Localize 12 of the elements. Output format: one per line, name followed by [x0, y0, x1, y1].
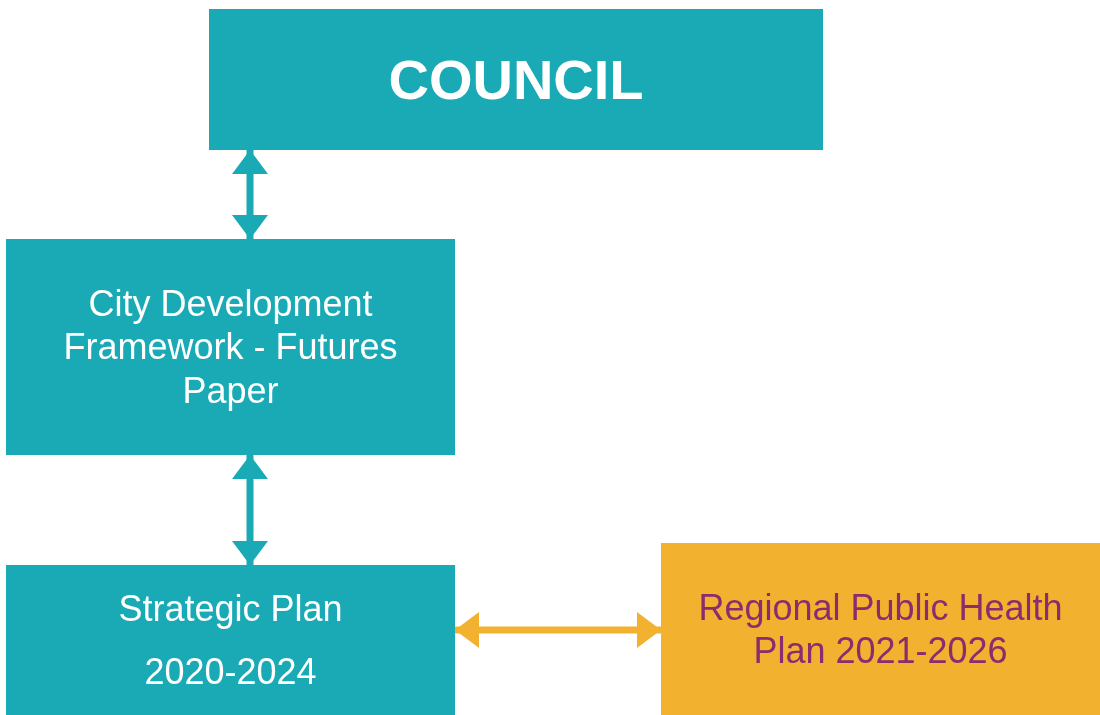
box-label: Regional Public Health Plan 2021-2026	[697, 585, 1064, 673]
box-label: COUNCIL	[388, 51, 644, 108]
process-box	[209, 9, 823, 150]
process-box	[6, 565, 455, 715]
double-arrow	[232, 150, 268, 239]
box-label: Strategic Plan	[118, 586, 343, 630]
process-box	[661, 543, 1100, 715]
process-box	[6, 239, 455, 455]
box-label: 2020-2024	[144, 650, 317, 694]
box-label: City Development Framework - Futures Paper	[62, 282, 399, 412]
double-arrow	[232, 455, 268, 565]
double-arrow	[455, 612, 661, 648]
